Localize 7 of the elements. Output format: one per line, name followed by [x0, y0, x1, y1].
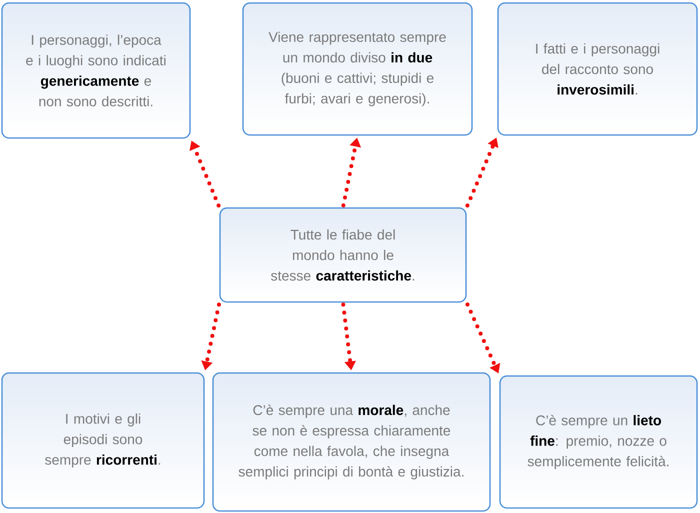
text-box: Tutte le fiabe del mondo hanno le stesse caratteristiche. — [219, 207, 467, 303]
text-box: I fatti e i personaggi del racconto sono inverosimili. — [497, 2, 698, 136]
text-box: C’è sempre un lieto fine: premio, nozze o semplicemente felicità. — [499, 375, 698, 509]
text-box: Viene rappresentato sempre un mondo diviso in due (buoni e cattivi; stupidi e furbi; avari e generosi). — [242, 2, 473, 136]
text-box: C’è sempre una morale, anche se non è espressa chiaramente come nella favola, che insegna semplici principi di bontà e giustizia. — [212, 372, 491, 512]
text-box: I personaggi, l’epoca e i luoghi sono indicati genericamente e non sono descritti. — [1, 2, 191, 139]
text-box: I motivi e gli episodi sono sempre ricorrenti. — [1, 372, 205, 509]
